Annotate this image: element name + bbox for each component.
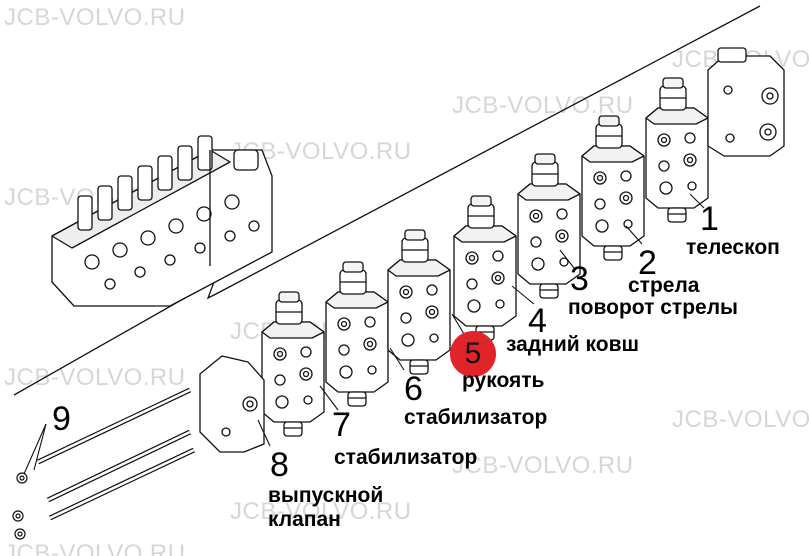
callout-number-1: 1 [700, 200, 719, 238]
callout-number-2: 2 [638, 244, 657, 282]
watermark: JCB-VOLVO.RU [452, 452, 634, 479]
valve-section-7 [261, 291, 325, 437]
callout-label-5: рукоять [462, 369, 545, 392]
callout-label-3: поворот стрелы [568, 296, 738, 319]
valve-section-5 [387, 229, 451, 375]
callout-label-8: выпускной клапан [268, 484, 384, 532]
callout-label-7: стабилизатор [334, 446, 478, 469]
callout-label-1: телескоп [686, 236, 780, 259]
valve-section-4 [453, 195, 517, 341]
callout-label-4: задний ковш [506, 333, 639, 356]
watermark: JCB-VOLVO.RU [452, 92, 634, 119]
watermark: JCB-VOLVO.RU [4, 364, 186, 391]
valve-section-2 [581, 115, 645, 261]
watermark: JCB-VOLVO.RU [4, 4, 186, 31]
callout-number-3: 3 [570, 260, 589, 298]
leader-lines [23, 193, 705, 475]
tie-rods [12, 387, 196, 540]
watermark: JCB-VOLVO.RU [230, 498, 412, 525]
watermark: JCB-VOLVO.RU [672, 406, 809, 433]
callout-label-2: стрела [628, 274, 700, 297]
valve-section-6 [325, 261, 389, 407]
inlet-end-cover [707, 47, 785, 157]
callout-number-5: 5 [464, 337, 482, 370]
callout-number-4: 4 [528, 302, 547, 340]
watermark: JCB-VOLVO.RU [4, 540, 186, 556]
callout-number-8: 8 [270, 446, 289, 484]
highlight-marker: 5 [450, 331, 496, 377]
callout-number-6: 6 [404, 370, 423, 408]
outlet-end-cover [199, 355, 265, 453]
callout-number-9: 9 [52, 400, 71, 438]
assembled-valve-bank [51, 135, 273, 307]
callout-label-6: стабилизатор [404, 406, 548, 429]
valve-section-1 [645, 77, 709, 223]
callout-number-7: 7 [332, 406, 351, 444]
